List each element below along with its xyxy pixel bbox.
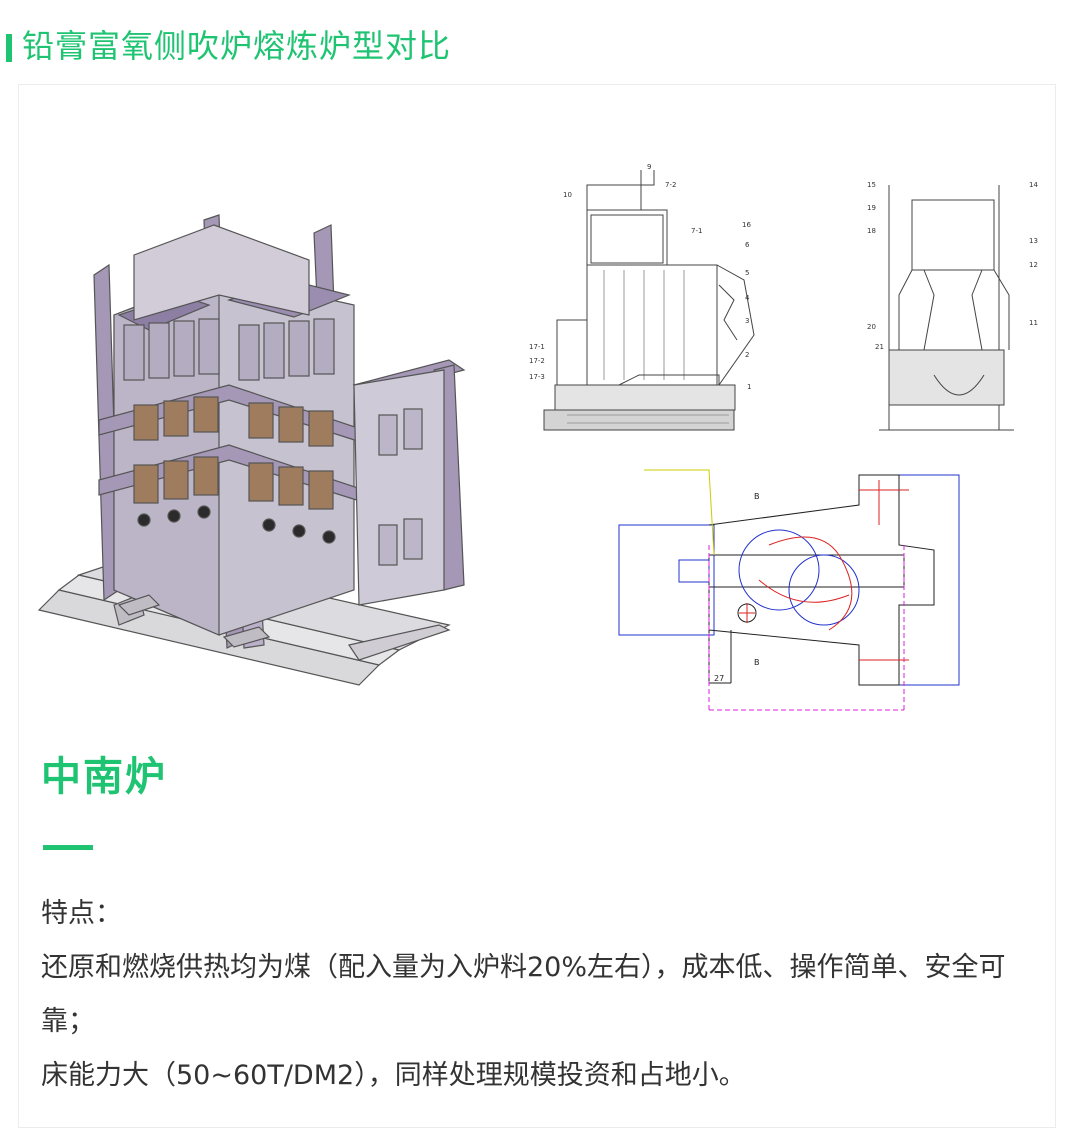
page-title: 铅膏富氧侧吹炉熔炼炉型对比 [22,27,452,65]
svg-text:19: 19 [867,204,876,212]
svg-text:2: 2 [745,351,749,359]
svg-text:27: 27 [714,674,724,683]
svg-text:1: 1 [747,383,751,391]
svg-text:4: 4 [745,294,750,302]
feature-description: 特点： 还原和燃烧供热均为煤（配入量为入炉料20%左右），成本低、操作简单、安全… [41,887,1041,1103]
svg-text:7-2: 7-2 [665,181,676,189]
svg-text:9: 9 [647,163,651,171]
furnace-drawings-figure: 9 7-2 10 7-1 16 6 5 4 3 2 1 17-1 17-2 17-3 15 14 [37,163,1038,711]
end-section-drawing: 15 14 19 18 13 12 20 11 21 [867,181,1038,431]
svg-text:10: 10 [563,191,572,199]
svg-text:15: 15 [867,181,876,189]
content-card: 9 7-2 10 7-1 16 6 5 4 3 2 1 17-1 17-2 17-3 15 14 [18,84,1056,1128]
side-section-drawing: 9 7-2 10 7-1 16 6 5 4 3 2 1 17-1 17-2 17-3 [529,163,755,431]
svg-text:17-2: 17-2 [529,357,545,365]
feature-line-capacity: 床能力大（50~60T/DM2），同样处理规模投资和占地小。 [41,1060,746,1091]
features-label: 特点： [41,898,122,929]
svg-text:7-1: 7-1 [691,227,702,235]
section-title: 中南炉 [41,754,167,800]
svg-text:B: B [754,492,760,501]
svg-text:5: 5 [745,269,749,277]
svg-text:12: 12 [1029,261,1038,269]
feature-line-fuel: 还原和燃烧供热均为煤（配入量为入炉料20%左右），成本低、操作简单、安全可靠； [41,952,1006,1037]
svg-text:20: 20 [867,323,876,331]
svg-text:6: 6 [745,241,750,249]
svg-text:17-3: 17-3 [529,373,545,381]
svg-text:B: B [754,658,760,667]
svg-text:17-1: 17-1 [529,343,545,351]
page-header: 铅膏富氧侧吹炉熔炼炉型对比 [0,26,1080,66]
section-divider [43,845,93,850]
svg-text:11: 11 [1029,319,1038,327]
svg-text:3: 3 [745,317,749,325]
furnace-3d-model [37,214,466,686]
title-accent-bar [6,34,12,62]
svg-text:16: 16 [742,221,751,229]
svg-text:18: 18 [867,227,876,235]
svg-text:13: 13 [1029,237,1038,245]
svg-text:14: 14 [1029,181,1038,189]
svg-text:21: 21 [875,343,884,351]
tuyere-cad-drawing: B B 27 [618,469,960,711]
